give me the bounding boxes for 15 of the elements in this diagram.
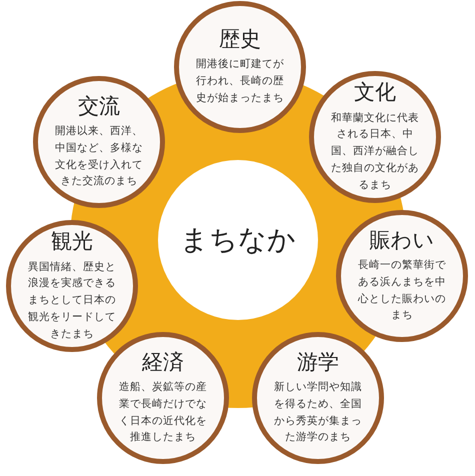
circle-title: 観光 (51, 229, 93, 255)
circle-description: 異国情緒、歴史と浪漫を実感できるまちとして日本の観光をリードしてきたまち (27, 260, 117, 342)
circle-title: まちなか (180, 223, 296, 257)
circle-title: 游学 (297, 350, 339, 375)
circle-title: 賑わい (370, 228, 434, 253)
circle-title: 経済 (142, 350, 184, 375)
circle-description: 長崎一の繁華街である浜んまちを中心とした賑わいのまち (356, 258, 447, 324)
circle-description: 開港後に町建てが行われ、長崎の歴史が始まったまち (195, 57, 285, 106)
circle-description: 和華蘭文化に代表される日本、中国、西洋が融合した独自の文化があるまち (330, 110, 420, 193)
circle-title: 文化 (354, 80, 396, 106)
circle-description: 新しい学問や知識を得るため、全国から秀英が集まった游学のまち (273, 380, 363, 446)
circle-title: 交流 (78, 94, 120, 119)
circle-description: 造船、炭鉱等の産業で長崎だけでなく日本の近代化を推進したまち (118, 380, 208, 446)
circle-title: 歴史 (219, 27, 261, 52)
circle-description: 開港以来、西洋、中国など、多様な文化を受け入れてきた交流のまち (54, 124, 144, 190)
